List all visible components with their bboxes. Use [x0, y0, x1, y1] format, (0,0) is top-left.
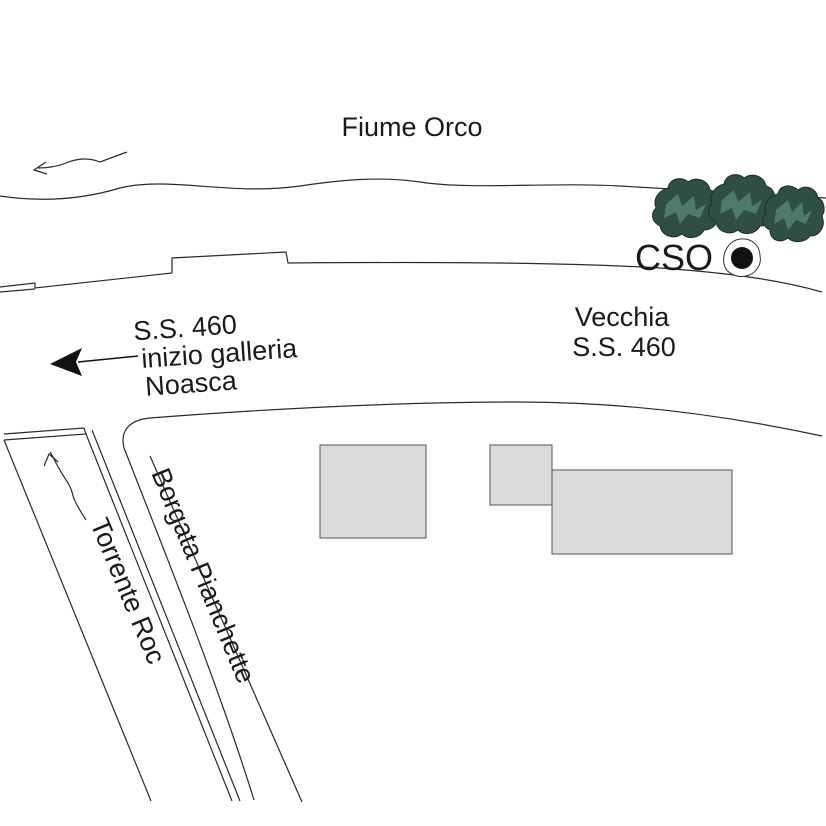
stream-bank-right: [85, 433, 233, 802]
building-east-large: [551, 469, 733, 555]
old-road-label-line2: S.S. 460: [572, 332, 676, 362]
river-bank: [0, 178, 826, 200]
building-west: [319, 444, 427, 539]
road-edge-south: [122, 401, 823, 801]
tree-icon: [652, 178, 720, 238]
svg-text:Noasca: Noasca: [144, 365, 238, 401]
flow-arrow-icon: [32, 151, 128, 175]
stream-bank-outer: [3, 439, 152, 802]
river-label: Fiume Orco: [341, 112, 482, 142]
filled-circle-in-ring-icon: [731, 247, 753, 269]
cso-marker[interactable]: [723, 238, 761, 277]
road-edge-north: [0, 251, 823, 293]
direction-label: S.S. 460 inizio galleria Noasca: [132, 309, 299, 401]
old-road-label-line1: Vecchia: [575, 302, 671, 332]
stream-bank-right-2: [91, 429, 241, 802]
stream-bank-inner: [3, 427, 87, 441]
road-edge-north-inner: [0, 288, 36, 293]
street-edge-east: [149, 455, 303, 803]
svg-text:S.S. 460: S.S. 460: [132, 309, 237, 346]
cso-label: CSO: [635, 237, 713, 278]
tree-icon: [762, 185, 825, 243]
building-east-small: [489, 444, 553, 506]
stream-flow-arrow-icon: [43, 451, 87, 521]
arrow-left-icon: [50, 348, 139, 376]
